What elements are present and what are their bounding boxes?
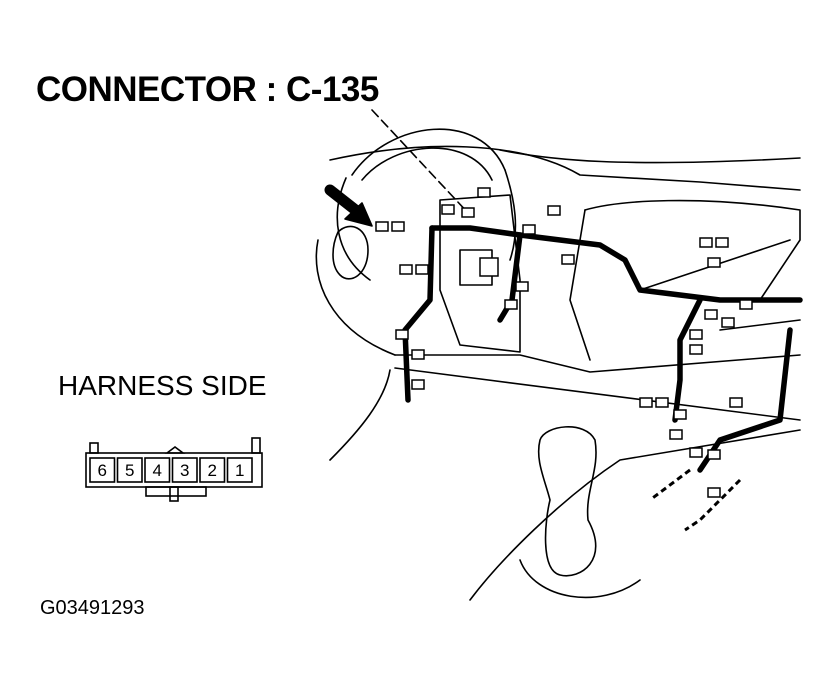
pin-cell-6 — [89, 457, 116, 483]
harness-side-label: HARNESS SIDE — [58, 370, 267, 401]
pin-label-3: 3 — [180, 461, 189, 480]
connector-title: CONNECTOR : C-135 — [36, 70, 379, 109]
steering-wheel — [351, 128, 506, 176]
location-arrow-icon — [324, 184, 373, 227]
pin-cell-3 — [171, 457, 198, 483]
pin-label-5: 5 — [125, 461, 134, 480]
pin-label-4: 4 — [153, 461, 162, 480]
gear-shifter-icon — [537, 426, 597, 577]
pin-cell-2 — [199, 457, 226, 483]
vent-icon — [332, 225, 369, 280]
wire-runs-dashed — [649, 468, 742, 532]
pin-cell-4 — [144, 457, 171, 483]
pin-label-1: 1 — [235, 461, 244, 480]
wiring-harness — [402, 225, 803, 473]
figure-code: G03491293 — [40, 597, 145, 619]
dashed-pointer-line — [371, 109, 471, 216]
harness-connectors — [375, 187, 753, 498]
pin-cell-1 — [226, 457, 253, 483]
pin-cell-5 — [116, 457, 143, 483]
pin-label-6: 6 — [98, 461, 107, 480]
pin-label-2: 2 — [208, 461, 217, 480]
